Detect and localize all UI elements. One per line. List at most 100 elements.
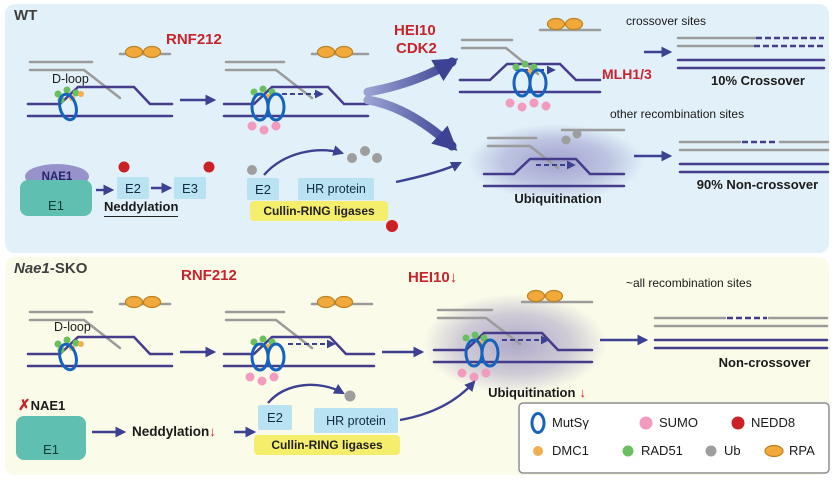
mlh13-label: MLH1/3 [602, 66, 652, 82]
rpa-oval [334, 295, 354, 309]
ub-dot [572, 129, 582, 139]
sumo-dots [245, 372, 279, 386]
sko-noncrossover-product [653, 316, 829, 350]
sko-hei10-label: HEI10↓ [408, 269, 457, 286]
rpa-oval [544, 289, 564, 303]
crossover-sites-label: crossover sites [626, 14, 707, 28]
arrow-hr-to-ubiquitination [399, 380, 476, 422]
down-arrow: ↓ [449, 269, 458, 286]
sko-cullin-ring-box: Cullin-RING ligases [254, 435, 400, 455]
rpa-oval [142, 295, 162, 309]
sko-nae1-text: NAE1 [30, 398, 66, 413]
sko-sumo-structure [222, 295, 376, 386]
nedd8-dot [386, 220, 398, 232]
sko-ubiquitination-structure [423, 289, 607, 394]
crossover-product [676, 36, 826, 70]
mutsg-ring [528, 68, 548, 98]
sko-dloop-structure [26, 295, 174, 372]
sko-neddylation-label: Neddylation↓ [132, 424, 216, 440]
legend-nedd8-label: NEDD8 [751, 415, 796, 430]
sko-rnf212-label: RNF212 [181, 267, 237, 284]
branch-arrow-crossover [363, 57, 459, 97]
sko-nae1-label: ✗NAE1 [18, 397, 65, 414]
crossover-pct-label: 10% Crossover [711, 73, 805, 88]
sko-hr-protein-box: HR protein [314, 408, 398, 433]
mutsg-ring [480, 338, 500, 368]
down-arrow: ↓ [579, 385, 586, 400]
wt-rnf212-label: RNF212 [166, 31, 222, 48]
wt-sumo-structure [222, 45, 370, 135]
legend-rad51-icon [622, 445, 634, 457]
wt-panel-label: WT [14, 7, 38, 24]
noncrossover-pct-label: 90% Non-crossover [696, 177, 819, 192]
sko-ubiquitination-text: Ubiquitination [488, 385, 576, 400]
rpa-oval [546, 17, 566, 31]
mutsg-ring [266, 92, 286, 122]
legend-rad51-label: RAD51 [641, 443, 683, 458]
legend-dmc1-label: DMC1 [552, 443, 589, 458]
legend-rpa-icon [764, 444, 784, 458]
arrow-e2-ub-transfer [267, 383, 345, 404]
sumo-dots [247, 121, 281, 135]
legend-rpa-label: RPA [789, 443, 815, 458]
wt-noncrossover-product [678, 140, 830, 174]
wt-hr-protein-box: HR protein [298, 178, 374, 200]
wt-crossover-site-structure [458, 17, 602, 112]
ub-dot [247, 165, 257, 175]
sko-e2-box: E2 [258, 405, 292, 430]
legend-nedd8-icon [731, 416, 745, 430]
nedd8-dot [118, 161, 130, 173]
ub-dot [561, 135, 571, 145]
wt-e2-second-box: E2 [247, 178, 279, 200]
wt-ubiquitination-structure [468, 124, 644, 200]
wt-panel-bg [5, 4, 829, 253]
legend-box [518, 402, 830, 474]
ubiquitination-halo [468, 124, 644, 200]
sumo-dots [505, 98, 551, 112]
knockout-cross-icon: ✗ [18, 397, 31, 414]
nedd8-dot [203, 161, 215, 173]
legend-sumo-label: SUMO [659, 415, 698, 430]
sko-noncrossover-label: Non-crossover [718, 355, 811, 370]
all-sites-label: ~all recombination sites [626, 276, 752, 290]
rpa-oval [124, 45, 144, 59]
legend-mutsg-icon [530, 412, 546, 434]
mutsg-ring [58, 342, 78, 372]
wt-dloop-structure [26, 45, 174, 122]
wt-dloop-label: D-loop [52, 72, 89, 86]
sko-ubiquitination-label: Ubiquitination↓ [462, 385, 612, 401]
branch-arrow-noncrossover [363, 95, 458, 151]
sko-panel-label: Nae1-SKO [14, 260, 87, 277]
sko-suffix: -SKO [49, 260, 88, 277]
rpa-oval [526, 289, 546, 303]
wt-cdk2-label: CDK2 [396, 40, 437, 57]
sko-neddylation-text: Neddylation [132, 424, 210, 439]
legend-sumo-icon [639, 416, 653, 430]
wt-e3-box: E3 [174, 177, 206, 199]
wt-ubiquitination-label: Ubiquitination [514, 191, 602, 206]
legend-mutsg-label: MutSγ [552, 415, 589, 430]
down-arrow: ↓ [209, 424, 217, 439]
sko-dloop-label: D-loop [54, 320, 91, 334]
sumo-dots [457, 368, 491, 382]
mutsg-ring [58, 92, 78, 122]
wt-neddylation-label: Neddylation [104, 199, 179, 217]
wt-hei10-label: HEI10 [394, 22, 436, 39]
legend-ub-icon [705, 445, 717, 457]
rpa-oval [316, 45, 336, 59]
rpa-oval [334, 45, 354, 59]
wt-e2-box: E2 [117, 177, 149, 199]
arrow-e2-ub-transfer [263, 145, 345, 176]
arrow-hr-to-ubiquitination [395, 161, 462, 184]
legend-ub-label: Ub [724, 443, 741, 458]
wt-e1-box: E1 [20, 180, 92, 216]
rpa-oval [316, 295, 336, 309]
sko-hei10-text: HEI10 [408, 269, 450, 286]
ub-chain-dots [347, 146, 382, 163]
wt-cullin-ring-box: Cullin-RING ligases [250, 201, 388, 221]
rpa-oval [124, 295, 144, 309]
rpa-oval [564, 17, 584, 31]
other-sites-label: other recombination sites [610, 107, 745, 121]
legend-dmc1-icon [533, 446, 543, 456]
